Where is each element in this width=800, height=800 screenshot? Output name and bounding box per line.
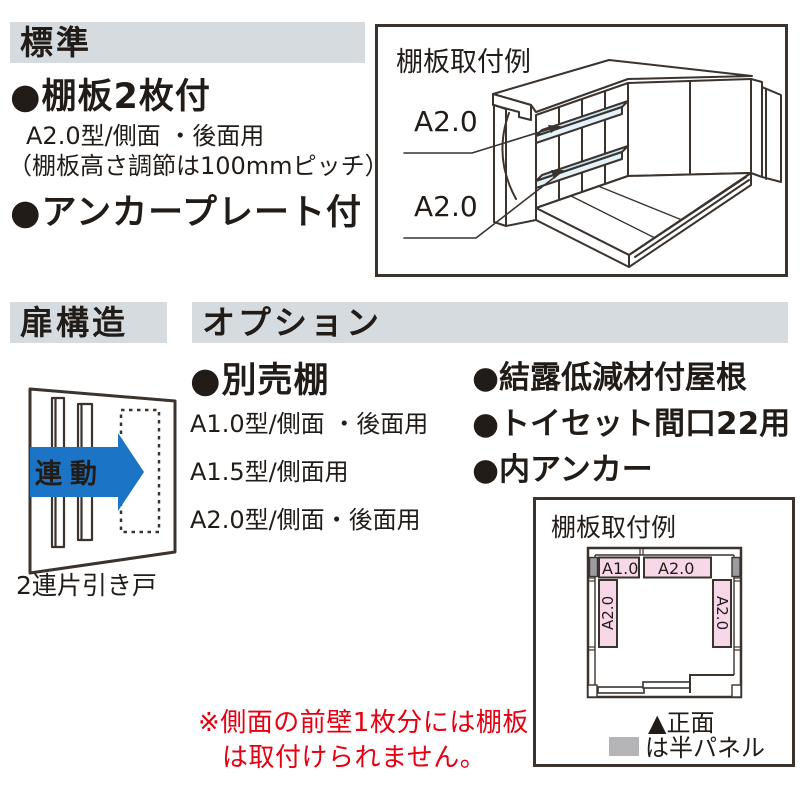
plan-label-a20-top: A2.0 [658,559,694,578]
half-panel-top-left [588,556,599,578]
plan-shelf-a10-top [598,556,640,579]
door-structure-diagram: 連動 [28,387,177,575]
note-line2: は取付けられません。 [222,743,487,773]
option-item-inner-anchor: ●内アンカー [472,452,653,488]
shelf-example-top-drawing: 棚板取付例 A2.0 A2.0 [396,47,782,268]
door-structure-caption: 2連片引き戸 [16,571,157,600]
standard-item-shelves: ●棚板2枚付 [10,77,211,117]
linked-motion-arrow [30,433,144,511]
option-header: オプション [192,302,788,343]
option-shelf-type-a20: A2.0型/側面・後面用 [190,506,421,534]
linked-motion-arrow-label: 連動 [35,459,105,490]
half-panel-top-right [731,556,741,578]
cutaway-curve [501,112,517,200]
door-structure-header: 扉構造 [10,302,167,343]
option-shelf-type-a15: A1.5型/側面用 [190,458,349,486]
plan-panel-ticks [588,548,741,651]
shelf-example-top-box: 棚板取付例 A2.0 A2.0 [375,24,788,277]
shelf-example-top-title: 棚板取付例 [396,47,531,78]
upper-shelf-label: A2.0 [414,105,478,138]
legend-half-panel-swatch [609,737,639,756]
option-shelf-type-a10: A1.0型/側面 ・後面用 [190,410,429,438]
plan-shelf-a20-right [712,579,732,648]
leader-upper-shelf [403,126,557,154]
plan-label-a20-right: A2.0 [713,596,731,630]
shelf-example-bottom-title: 棚板取付例 [551,513,676,542]
leader-lower-arrowhead [551,170,564,179]
plan-shelf-a20-left [598,579,618,648]
door-rails [631,176,750,258]
shelf-example-bottom-drawing: 棚板取付例 A1.0 A2.0 A2.0 A2.0 ▲正面 は半パネル [551,513,765,762]
standard-item-anchor-plate: ●アンカープレート付 [10,193,363,233]
leader-lower-shelf [403,172,561,239]
right-wall [627,78,752,177]
shelf-example-bottom-box: 棚板取付例 A1.0 A2.0 A2.0 A2.0 ▲正面 は半パネル [533,497,795,767]
option-item-toi-set: ●トイセット間口22用 [472,406,791,442]
standard-header: 標準 [10,22,365,63]
standard-item-shelves-pitch: （棚板高さ調節は100mmピッチ） [8,152,389,180]
option-item-condensation-roof: ●結露低減材付屋根 [472,360,748,396]
plan-sliding-doors [587,674,742,698]
option-item-extra-shelf: ●別売棚 [190,361,330,401]
plan-shelf-a20-top [643,556,712,579]
plan-label-a20-left: A2.0 [599,596,617,630]
leader-upper-arrowhead [548,125,561,133]
sliding-door [761,86,782,183]
standard-item-shelves-type: A2.0型/側面 ・後面用 [26,122,265,150]
legend-front-label: ▲正面 [648,709,714,737]
plan-label-a10-top: A1.0 [602,559,638,578]
note-line1: ※側面の前壁1枚分には棚板 [198,708,529,738]
corner-trim [750,78,763,178]
legend-half-panel-label: は半パネル [645,734,765,762]
lower-shelf-label: A2.0 [414,190,478,223]
